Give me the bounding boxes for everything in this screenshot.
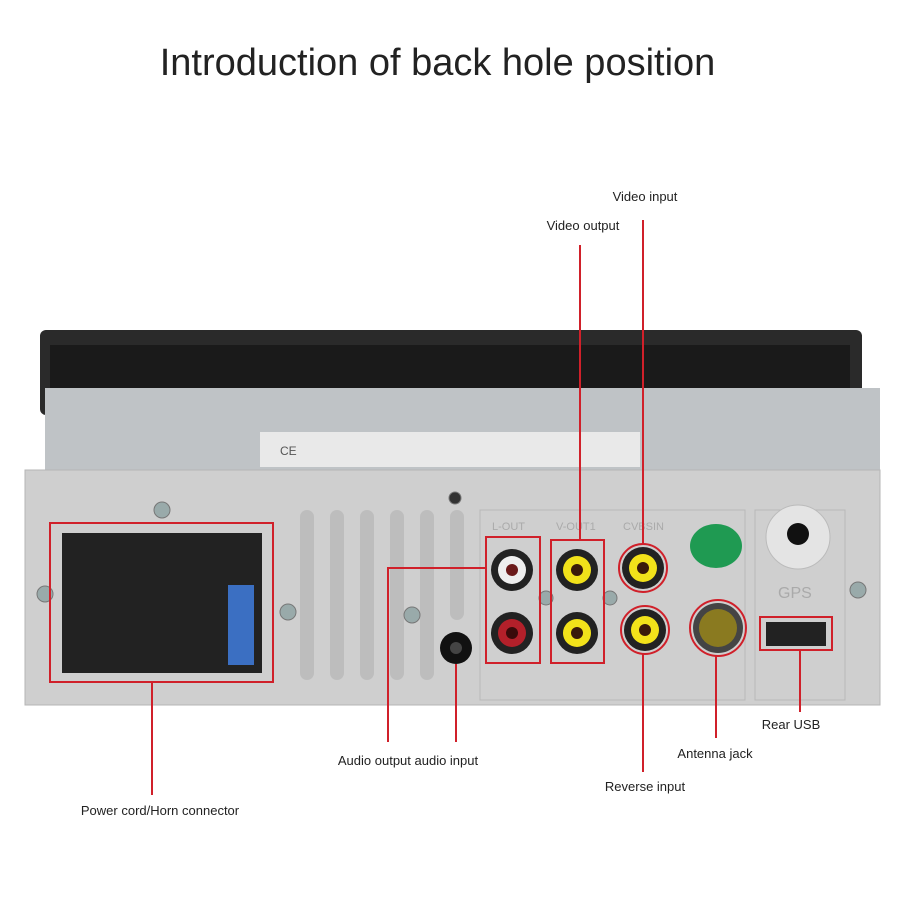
rca-vout-1 xyxy=(556,549,598,591)
label-usb: Rear USB xyxy=(761,717,821,732)
gps-port xyxy=(765,504,831,570)
label-power: Power cord/Horn connector xyxy=(80,803,240,818)
usb-port xyxy=(766,622,826,646)
label-antenna: Antenna jack xyxy=(677,746,753,761)
rca-lout-white xyxy=(491,549,533,591)
label-audio: Audio output audio input xyxy=(337,753,479,768)
screws xyxy=(36,491,867,624)
lout-mark: L-OUT xyxy=(492,521,525,533)
vout-mark: V-OUT1 xyxy=(556,521,596,533)
gps-mark: GPS xyxy=(778,585,812,602)
label-video-output: Video output xyxy=(546,218,620,233)
label-video-input: Video input xyxy=(612,189,678,204)
green-sticker xyxy=(690,524,742,568)
label-reverse: Reverse input xyxy=(604,779,686,794)
antenna-jack xyxy=(693,603,743,653)
rca-lout-red xyxy=(491,612,533,654)
page-title: Introduction of back hole position xyxy=(159,42,716,84)
rca-reverse xyxy=(624,609,666,651)
rca-vout-2 xyxy=(556,612,598,654)
rca-cvbs-in xyxy=(622,547,664,589)
ce-mark: CE xyxy=(280,444,297,458)
callout-lines xyxy=(49,220,833,795)
